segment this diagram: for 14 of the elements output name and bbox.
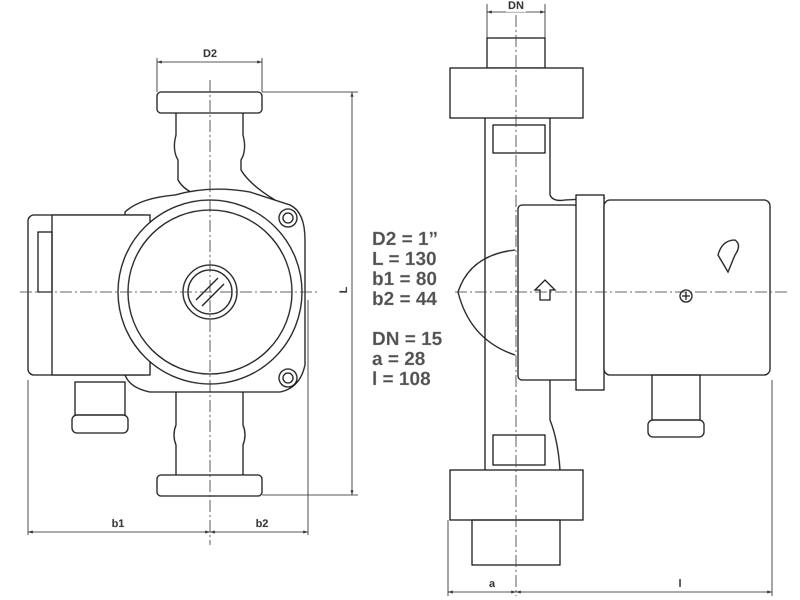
- specification-value: l = 108: [372, 370, 431, 390]
- specification-value: b2 = 44: [372, 290, 437, 310]
- specification-value: b1 = 80: [372, 270, 437, 290]
- specification-value: DN = 15: [372, 330, 442, 350]
- specification-value: D2 = 1”: [372, 230, 438, 250]
- specification-value: a = 28: [372, 350, 426, 370]
- dimension-label: DN: [506, 0, 526, 12]
- specification-value: L = 130: [372, 250, 437, 270]
- dimension-label: D2: [200, 48, 220, 60]
- dimension-label: b2: [254, 518, 270, 530]
- dimension-label: L: [338, 284, 350, 296]
- dimension-label: a: [486, 578, 498, 590]
- dimension-label: b1: [110, 518, 126, 530]
- dimension-label: l: [676, 578, 684, 590]
